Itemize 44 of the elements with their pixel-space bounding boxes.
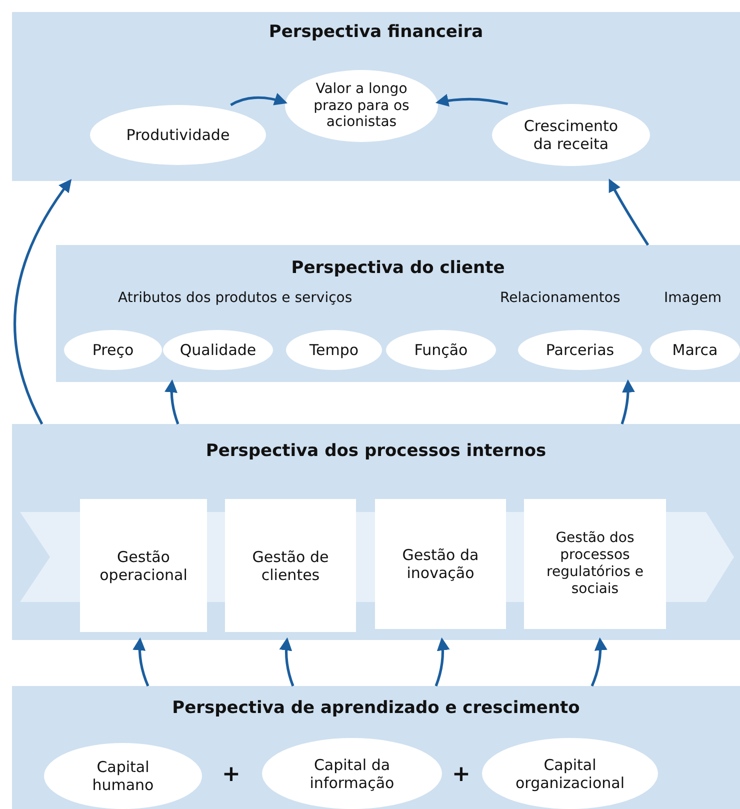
process-box: [524, 499, 666, 629]
perspective-band: [12, 12, 740, 181]
node-text: Gestão operacional: [98, 548, 188, 584]
category-label: Atributos dos produtos e serviços: [118, 290, 352, 306]
process-box: [375, 499, 506, 629]
node-text: Gestão da inovação: [401, 546, 480, 582]
node-text: Qualidade: [180, 341, 256, 359]
plus-sign: +: [452, 762, 470, 787]
arrow: [132, 637, 150, 686]
node-text: Valor a longo prazo para os acionistas: [312, 80, 410, 132]
perspective-heading: Perspectiva de aprendizado e crescimento: [171, 698, 581, 718]
arrow: [590, 637, 608, 686]
plus-sign: +: [222, 762, 240, 787]
node-text: Parcerias: [546, 341, 614, 359]
perspective-band: [56, 245, 740, 382]
node-text: Marca: [672, 341, 718, 359]
node-text: Capital organizacional: [514, 756, 626, 792]
perspective-band: [12, 686, 740, 809]
arrow: [14, 178, 72, 425]
node-text: Gestão dos processos regulatórios e sociais: [546, 530, 644, 598]
node-text: Preço: [92, 341, 134, 359]
node-text: Função: [414, 341, 468, 359]
process-box: [225, 499, 356, 632]
arrow: [230, 93, 288, 106]
perspective-heading: Perspectiva do cliente: [290, 258, 506, 278]
perspective-heading: Perspectiva dos processos internos: [204, 441, 548, 461]
arrow: [164, 379, 180, 424]
arrow: [608, 178, 650, 246]
arrow: [620, 379, 635, 424]
node-text: Gestão de clientes: [251, 548, 330, 584]
node-text: Crescimento da receita: [522, 117, 620, 153]
node-text: Tempo: [309, 341, 359, 359]
arrow: [434, 637, 450, 686]
perspective-heading: Perspectiva financeira: [268, 22, 484, 42]
node-text: Capital da informação: [308, 756, 396, 792]
category-label: Relacionamentos: [500, 290, 620, 306]
arrow: [279, 637, 294, 686]
process-box: [80, 499, 207, 632]
node-text: Capital humano: [91, 758, 155, 794]
node-text: Produtividade: [126, 126, 230, 144]
perspective-band: [12, 424, 740, 640]
arrow: [435, 94, 508, 107]
ellipse-node: [650, 330, 740, 370]
category-label: Imagem: [664, 290, 722, 306]
